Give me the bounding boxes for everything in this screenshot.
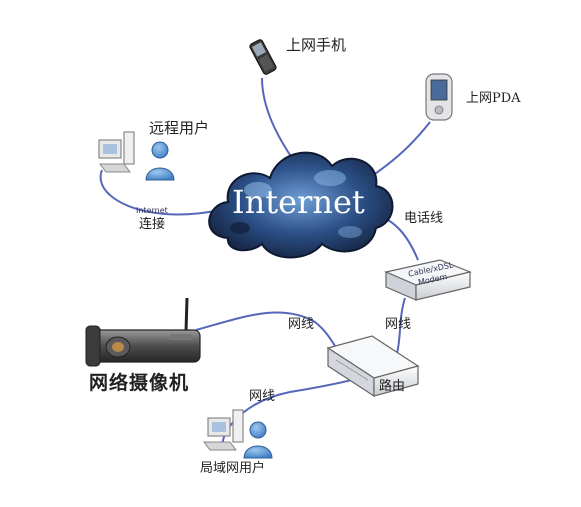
network-camera-icon xyxy=(85,297,201,367)
phone-label: 上网手机 xyxy=(286,36,347,54)
connection-label-line2: 连接 xyxy=(139,217,166,232)
phone-icon xyxy=(249,39,277,75)
lan-user-computer-icon xyxy=(203,409,273,459)
remote-user-label: 远程用户 xyxy=(149,119,210,137)
cloud-label: Internet xyxy=(232,183,365,221)
router-icon xyxy=(326,335,420,398)
link-pda-cloud xyxy=(371,121,431,177)
lan-user-label: 局域网用户 xyxy=(200,461,266,476)
pda-label: 上网PDA xyxy=(466,91,521,106)
router-label: 路由 xyxy=(379,379,406,394)
pda-icon xyxy=(425,73,453,121)
modem-icon xyxy=(384,259,472,301)
link-phone-cloud xyxy=(261,77,293,159)
cable-modem-router-label: 网线 xyxy=(385,317,412,332)
connection-label-line1: Internet xyxy=(136,206,168,215)
link-camera-router xyxy=(195,311,336,347)
phone-line-label: 电话线 xyxy=(404,211,444,226)
camera-label: 网络摄像机 xyxy=(89,372,190,394)
cable-camera-router-label: 网线 xyxy=(288,317,315,332)
remote-user-computer-icon xyxy=(98,131,175,181)
cable-lan-router-label: 网线 xyxy=(249,389,276,404)
internet-cloud xyxy=(208,151,394,259)
